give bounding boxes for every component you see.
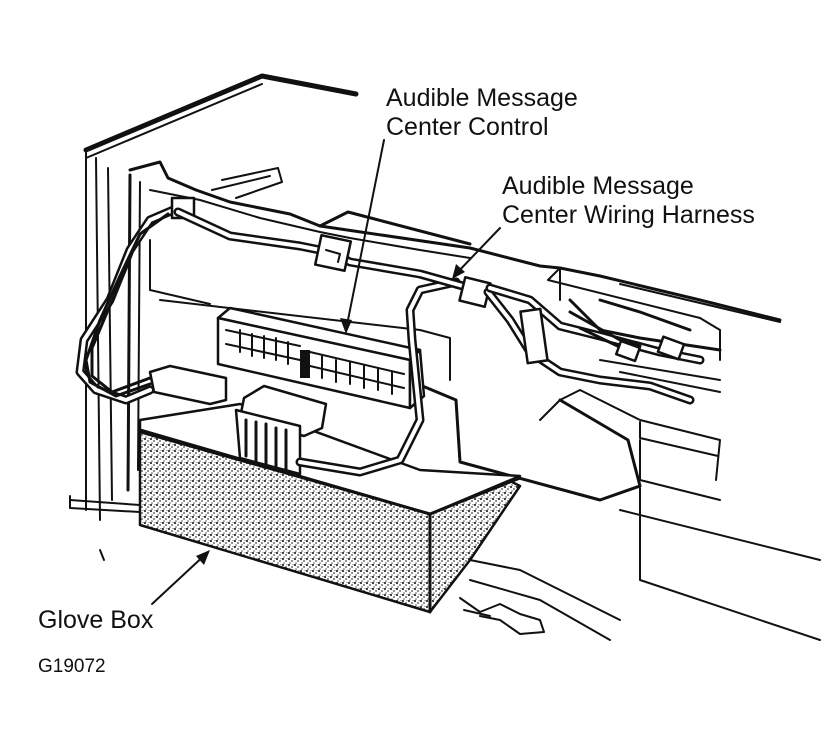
leader-control [345,139,385,331]
lower-dash-panel [149,239,821,641]
arrowhead-control [340,318,352,334]
label-harness-line2: Center Wiring Harness [502,201,755,229]
label-control-line1: Audible Message [386,84,578,112]
leader-glove-box [151,551,209,605]
leader-lines [151,139,501,605]
control-module [216,306,426,410]
support-rail [128,160,782,361]
left-connector [75,196,228,406]
arrowhead-harness [452,264,465,279]
leader-harness [453,227,501,277]
label-harness-line1: Audible Message [502,172,694,200]
arrowhead-glove-box [196,550,210,565]
glove-box [69,402,545,635]
front-connector [234,277,461,477]
figure-code: G19072 [38,656,106,677]
label-glove-box: Glove Box [38,606,154,634]
label-control-line2: Center Control [386,113,549,141]
wiring-harness [173,207,705,405]
